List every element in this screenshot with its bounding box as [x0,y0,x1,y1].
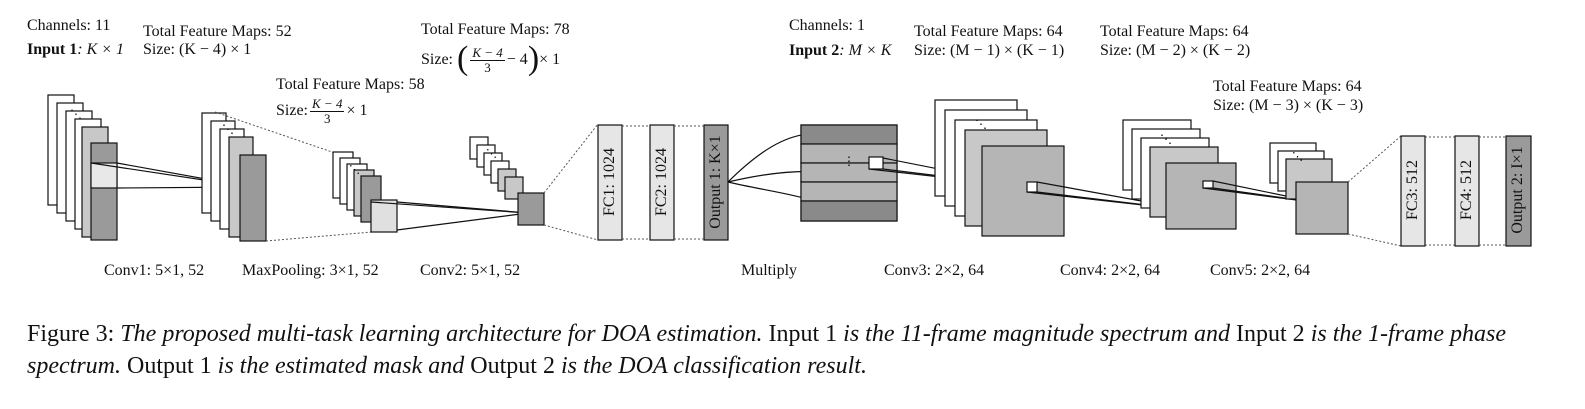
size64b-label: Size: (M − 2) × (K − 2) [1100,42,1251,59]
input1-name: Input 1 [27,41,78,58]
architecture-diagram: ⋱ ⋱ ⋱ ⋱ [47,94,1532,247]
input1-label: Input 1: K × 1 [27,41,124,59]
fc-block-2-dashes [1425,136,1506,246]
tfm58-label: Total Feature Maps: 58 [276,76,425,93]
input1-stack [47,94,118,241]
svg-text:⋱: ⋱ [1292,151,1303,163]
size64c-label: Size: (M − 3) × (K − 3) [1213,97,1364,114]
caption-s4: is the 1-frame phase spectrum. [27,321,1506,379]
tfm78-label: Total Feature Maps: 78 [421,21,570,38]
size78-mid: − 4 [506,51,528,69]
size58-post: × 1 [346,102,368,120]
fc1-label: FC1: 1024 [601,148,618,217]
fc3-label: FC3: 512 [1404,160,1421,221]
svg-text:⋱: ⋱ [486,148,497,160]
tfm64a-label: Total Feature Maps: 64 [914,23,1063,40]
conv3-stack [934,99,1065,237]
caption-prefix: Figure 3: [27,321,121,347]
svg-text:⋱: ⋱ [70,107,82,121]
size78-post: × 1 [539,51,561,69]
size58-pre: Size: [276,102,308,120]
conv1-label: Conv1: 5×1, 52 [104,262,205,279]
input2-label: Input 2: M × K [789,42,891,60]
maxpool-label: MaxPooling: 3×1, 52 [242,262,379,279]
caption-s2: is the 11-frame magnitude spectrum and [843,321,1231,347]
figure-caption: Figure 3: The proposed multi-task learni… [27,318,1567,382]
size64a-label: Size: (M − 1) × (K − 1) [914,42,1065,59]
output1-label: Output 1: K×1 [707,135,724,229]
svg-text:⋱: ⋱ [1160,132,1172,146]
size78-den: 3 [484,60,491,75]
fc-block-2 [1400,135,1532,247]
conv5-label: Conv5: 2×2, 64 [1210,262,1311,279]
conv4-label: Conv4: 2×2, 64 [1060,262,1161,279]
input1-dim: : K × 1 [77,41,125,58]
fc2-label: FC2: 1024 [653,148,670,217]
maxpool-stack [332,151,398,233]
size78-pre: Size: [421,51,453,69]
input2-block [800,124,898,222]
svg-text:⋮: ⋮ [843,154,855,168]
output2-label: Output 2: I×1 [1509,146,1526,234]
fc-block-1-dashes [622,125,704,240]
caption-s5: Output 1 [120,353,218,379]
size78-num: K − 4 [470,45,505,61]
svg-text:⋱: ⋱ [975,117,987,131]
channels1-label: Channels: 11 [27,17,111,34]
svg-text:⋱: ⋱ [222,122,234,136]
caption-s1: Input 1 [762,321,844,347]
caption-s3: Input 2 [1230,321,1311,347]
size58-den: 3 [323,111,331,126]
conv1-stack [201,112,267,242]
size58-num: K − 4 [310,96,345,112]
conv3-label: Conv3: 2×2, 64 [884,262,985,279]
conv2-label: Conv2: 5×1, 52 [420,262,521,279]
input2-dim: : M × K [839,42,892,59]
conv2-lines [370,201,529,231]
conv2-stack [469,136,545,226]
size52-label: Size: (K − 4) × 1 [143,41,252,58]
conv4-stack [1122,119,1237,230]
multiply-label: Multiply [741,262,798,279]
svg-text:⋱: ⋱ [349,164,360,176]
caption-title: The proposed multi-task learning archite… [120,321,763,347]
fc-block-1 [597,124,729,241]
tfm64c-label: Total Feature Maps: 64 [1213,78,1362,95]
input2-name: Input 2 [789,42,840,59]
caption-s7: Output 2 [464,353,561,379]
tfm52-label: Total Feature Maps: 52 [143,23,292,40]
fc4-label: FC4: 512 [1458,160,1475,221]
caption-s8: is the DOA classification result. [560,353,867,379]
caption-s6: is the estimated mask and [217,353,465,379]
channels2-label: Channels: 1 [789,17,865,34]
tfm64b-label: Total Feature Maps: 64 [1100,23,1249,40]
conv5-stack [1269,142,1349,235]
